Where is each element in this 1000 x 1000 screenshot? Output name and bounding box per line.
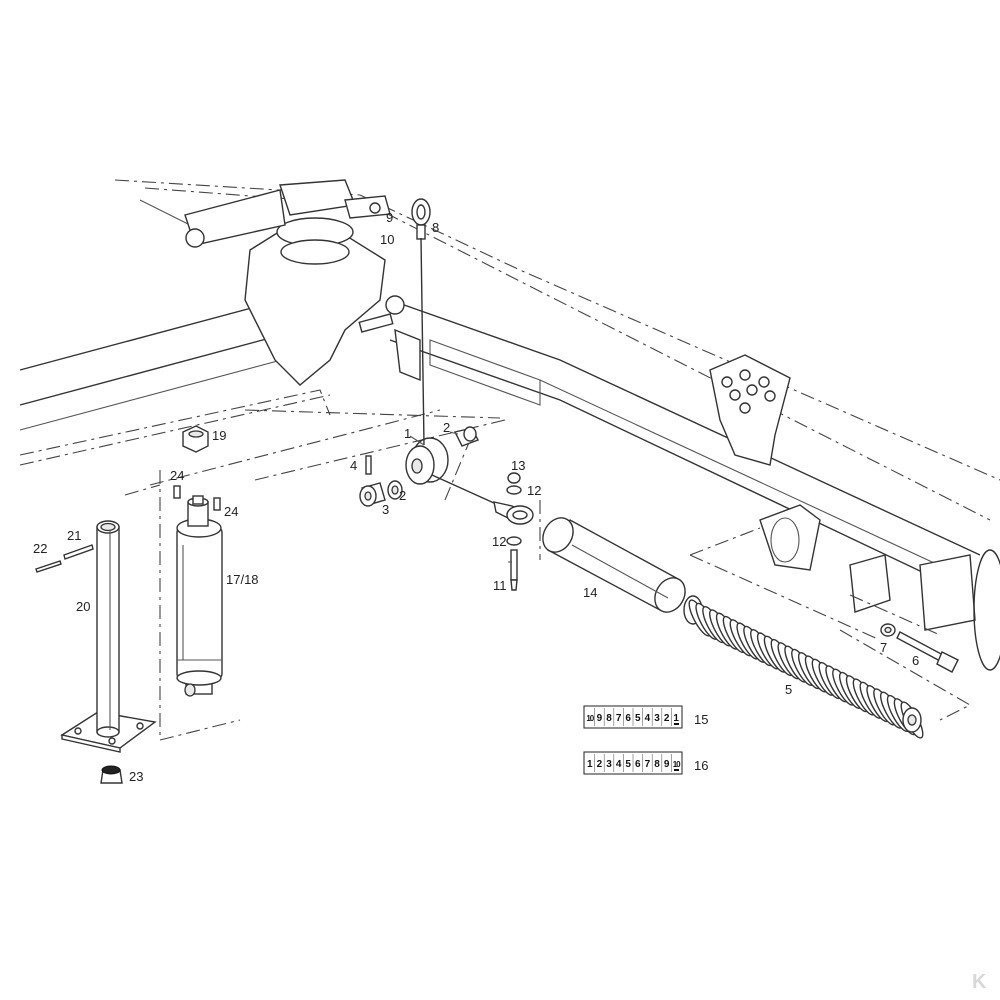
callout-12: 12 — [527, 483, 541, 498]
callout-24-second: 24 — [224, 504, 238, 519]
machine-frame — [19, 179, 1000, 741]
fasteners — [506, 472, 522, 591]
washer-12b — [506, 536, 522, 546]
callout-11: 11 — [493, 578, 507, 593]
pins-21-22 — [35, 544, 94, 573]
scale-digit: 2 — [597, 759, 603, 770]
tube-14 — [542, 517, 686, 613]
callout-23: 23 — [129, 769, 143, 784]
callout-14: 14 — [583, 585, 597, 600]
callout-8: 8 — [432, 220, 439, 235]
brand-logo: K — [972, 971, 987, 993]
plug-23 — [100, 765, 123, 784]
scale-digit: 6 — [635, 759, 641, 770]
leader-lines — [409, 431, 512, 563]
callout-5: 5 — [785, 682, 792, 697]
spring-5 — [683, 595, 924, 739]
callout-3: 3 — [382, 502, 389, 517]
callout-13: 13 — [511, 458, 525, 473]
scale-digit: 10 — [673, 760, 681, 769]
bolt-11 — [510, 549, 518, 581]
pin-22 — [35, 560, 62, 573]
scale-digit: 5 — [625, 759, 631, 770]
pin-21 — [63, 544, 94, 560]
callout-22: 22 — [33, 541, 47, 556]
callout-21: 21 — [67, 528, 81, 543]
callout-10: 10 — [380, 232, 394, 247]
callout-12-second: 12 — [492, 534, 506, 549]
scale-mark — [674, 723, 679, 725]
nut-19 — [182, 425, 209, 453]
callout-6: 6 — [912, 653, 919, 668]
callout-24: 24 — [170, 468, 184, 483]
scale-digit: 6 — [625, 713, 631, 724]
scale-digit: 7 — [645, 759, 651, 770]
scale-digit: 3 — [654, 713, 660, 724]
scale-digit: 1 — [673, 713, 679, 724]
pin-24b — [213, 497, 221, 511]
scale-mark — [674, 769, 679, 771]
spring-end-hole — [907, 714, 917, 726]
callout-15: 15 — [694, 712, 708, 727]
scale-digit: 9 — [597, 713, 603, 724]
bolt-6 — [880, 623, 959, 673]
callouts: 1 2 2 3 4 5 6 7 8 9 10 11 12 12 13 14 15… — [33, 210, 919, 784]
callout-4: 4 — [350, 458, 357, 473]
callout-1: 1 — [404, 426, 411, 441]
mounting-plate — [709, 354, 791, 466]
callout-2: 2 — [443, 420, 450, 435]
pin-24a — [173, 485, 181, 499]
callout-2-second: 2 — [399, 488, 406, 503]
scale-digit: 8 — [654, 759, 660, 770]
scale-digit: 9 — [664, 759, 670, 770]
scale-digit: 4 — [616, 759, 622, 770]
pin — [365, 455, 372, 475]
scale-digit: 10 — [586, 714, 594, 723]
callout-9: 9 — [386, 210, 393, 225]
scale-digit: 7 — [616, 713, 622, 724]
scale-digit: 1 — [587, 759, 593, 770]
cylinder-17-18 — [176, 495, 223, 697]
jack-stand-20 — [60, 520, 157, 753]
scale-digit: 2 — [664, 713, 670, 724]
cable-hook — [506, 505, 534, 525]
callout-19: 19 — [212, 428, 226, 443]
callout-20: 20 — [76, 599, 90, 614]
pulley-assembly — [359, 426, 479, 507]
scale-digit: 4 — [645, 713, 651, 724]
scale-digit: 8 — [606, 713, 612, 724]
scale-digit: 5 — [635, 713, 641, 724]
nut-13 — [507, 472, 521, 484]
callout-17-18: 17/18 — [226, 572, 259, 587]
callout-16: 16 — [694, 758, 708, 773]
cable-eyelet — [411, 198, 431, 226]
callout-7: 7 — [880, 640, 887, 655]
scale-digit: 3 — [606, 759, 612, 770]
washer-12 — [506, 485, 522, 495]
cable — [411, 198, 534, 525]
